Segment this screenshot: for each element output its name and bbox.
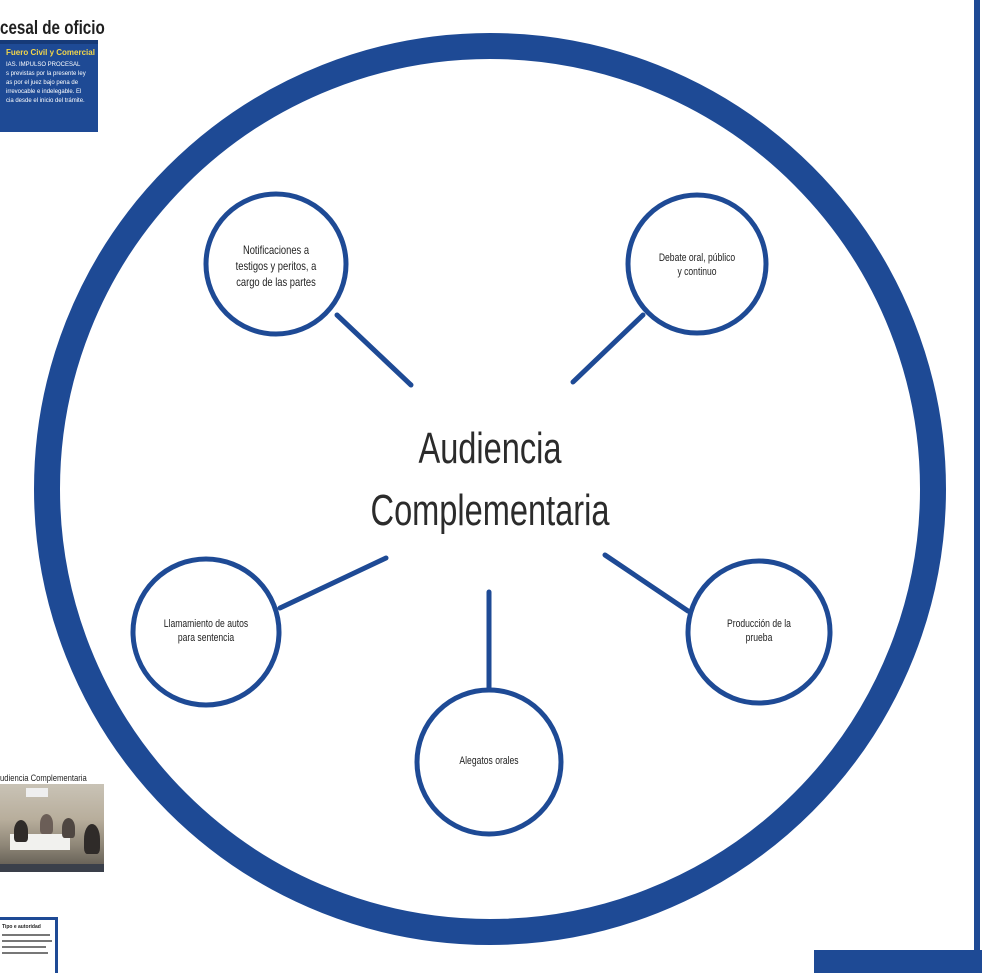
left-info-box-line: irrevocable e indelegable. El (6, 89, 82, 95)
photo-person (40, 814, 53, 834)
photo-title: udiencia Complementaria (0, 773, 87, 783)
connector-debate (570, 312, 646, 385)
note-box-line (2, 946, 46, 948)
center-title-line2: Complementaria (370, 486, 610, 535)
left-info-box-title: Fuero Civil y Comercial (6, 48, 95, 57)
left-info-box-subtitle: IAS. IMPULSO PROCESAL (6, 62, 81, 68)
connector-notificaciones (334, 312, 414, 388)
node-circle-llamamiento (130, 556, 282, 708)
photo-person (84, 824, 100, 854)
note-box-line (2, 940, 52, 942)
left-note-box: Tipo e autoridad (0, 917, 58, 973)
hearing-photo (0, 784, 104, 872)
node-label-alegatos: Alegatos orales (459, 755, 519, 767)
node-circle-debate (625, 192, 769, 336)
note-box-line (2, 934, 50, 936)
node-label-produccion: Producción de la prueba (727, 618, 791, 644)
node-circle-produccion (685, 558, 833, 706)
left-info-box-line: s previstas por la presente ley (6, 71, 86, 77)
connector-produccion (602, 552, 691, 614)
left-info-box-line: cia desde el inicio del trámite. (6, 98, 85, 104)
photo-air-conditioner (26, 788, 48, 797)
photo-caption-bar (0, 864, 104, 872)
left-info-box-line: as por el juez bajo pena de (6, 80, 79, 86)
note-box-title: Tipo e autoridad (2, 924, 41, 930)
node-label-debate: Debate oral, público y continuo (658, 252, 736, 278)
bottom-right-block (814, 950, 982, 973)
node-circle-notificaciones (203, 191, 349, 337)
node-label-llamamiento: Llamamiento de autos para sentencia (163, 618, 249, 644)
right-border-bar (974, 0, 980, 950)
node-circle-alegatos (414, 687, 564, 837)
center-title-line1: Audiencia (418, 424, 562, 473)
left-heading-fragment: cesal de oficio (0, 18, 105, 39)
center-title: Audiencia Complementaria (335, 418, 646, 542)
note-box-line (2, 952, 48, 954)
left-info-box: Fuero Civil y Comercial IAS. IMPULSO PRO… (0, 40, 98, 132)
photo-person (14, 820, 28, 842)
connector-llamamiento (277, 555, 389, 611)
photo-person (62, 818, 75, 838)
node-label-notificaciones: Notificaciones a testigos y peritos, a c… (235, 243, 317, 289)
outer-ring (34, 33, 946, 945)
